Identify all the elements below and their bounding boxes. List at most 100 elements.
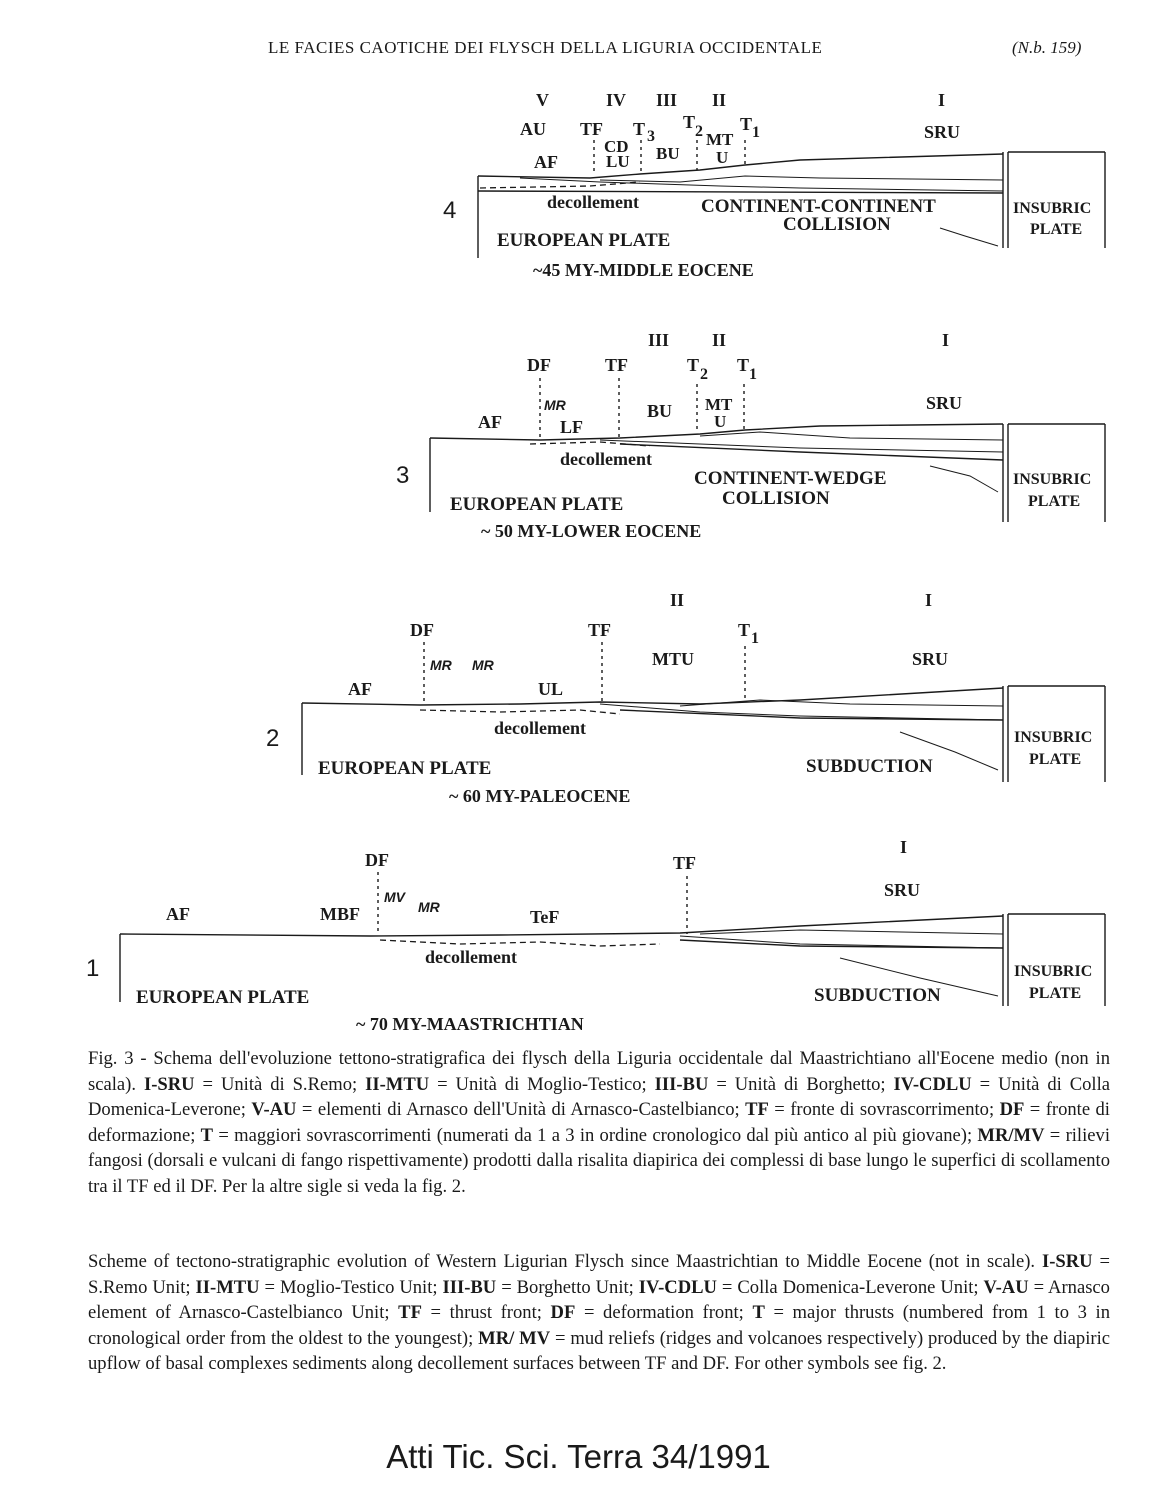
insubric-label: PLATE	[1029, 751, 1081, 768]
t1-subscript: 1	[751, 630, 759, 647]
unit-label: I	[938, 90, 945, 110]
bu-label: BU	[656, 144, 680, 163]
insubric-label: INSUBRIC	[1013, 200, 1091, 217]
mv-label: MV	[384, 889, 407, 905]
plate-label: EUROPEAN PLATE	[497, 230, 670, 251]
af-label: AF	[166, 904, 190, 924]
insubric-label: PLATE	[1029, 985, 1081, 1002]
age-label: ~ 60 MY-PALEOCENE	[449, 786, 630, 806]
collision-label: CONTINENT-WEDGE	[694, 468, 887, 489]
mbf-label: MBF	[320, 904, 360, 924]
thrust-sheet-line	[700, 930, 1003, 934]
insubric-label: INSUBRIC	[1013, 471, 1091, 488]
unit-label: I	[942, 330, 949, 350]
panel-1: I DF TF SRU MV MR AF MBF TeF decollement…	[86, 837, 1105, 1034]
panel-number: 4	[443, 197, 456, 224]
tf-label: TF	[673, 853, 696, 873]
collision-label: COLLISION	[783, 214, 891, 235]
age-label: ~ 70 MY-MAASTRICHTIAN	[356, 1014, 584, 1034]
panel-3: III II I DF TF T 2 T 1 SRU MR BU MT U AF…	[396, 330, 1105, 541]
af-label: AF	[348, 679, 372, 699]
decollement-label: decollement	[560, 449, 652, 469]
t1-subscript: 1	[749, 366, 757, 383]
thrust-sheet-line	[700, 432, 1003, 440]
t1-label: T	[740, 114, 752, 134]
unit-label: II	[670, 590, 684, 610]
insubric-label: INSUBRIC	[1014, 729, 1092, 746]
panel-number: 1	[86, 955, 99, 982]
panel-4: V IV III II I AU TF T 3 T 2 T 1 SRU CD L…	[443, 90, 1105, 280]
insubric-label: INSUBRIC	[1014, 963, 1092, 980]
subduction-line	[930, 466, 998, 492]
t2-subscript: 2	[695, 123, 703, 140]
mr-label: MR	[430, 657, 453, 673]
t1-subscript: 1	[752, 124, 760, 141]
sru-label: SRU	[912, 649, 948, 669]
af-label: AF	[478, 412, 502, 432]
collision-label: COLLISION	[722, 488, 830, 509]
mt-label: MT	[706, 130, 734, 149]
subduction-label: SUBDUCTION	[814, 985, 941, 1006]
age-label: ~45 MY-MIDDLE EOCENE	[533, 260, 754, 280]
unit-label: IV	[606, 90, 626, 110]
insubric-label: PLATE	[1028, 493, 1080, 510]
plate-label: EUROPEAN PLATE	[136, 987, 309, 1008]
unit-label: II	[712, 330, 726, 350]
unit-label: V	[536, 90, 549, 110]
mr-label: MR	[418, 899, 441, 915]
t2-subscript: 2	[700, 366, 708, 383]
tef-label: TeF	[530, 907, 559, 927]
bu-label: BU	[647, 401, 672, 421]
t1-label: T	[737, 355, 749, 375]
decollement-line	[380, 940, 660, 946]
age-label: ~ 50 MY-LOWER EOCENE	[481, 521, 701, 541]
decollement-line	[420, 710, 620, 714]
decollement-label: decollement	[494, 718, 586, 738]
subduction-line	[940, 228, 998, 246]
caption-italian: Fig. 3 - Schema dell'evoluzione tettono-…	[88, 1046, 1110, 1199]
mr-label: MR	[472, 657, 495, 673]
t3-subscript: 3	[647, 128, 655, 145]
surface-line	[302, 688, 1003, 705]
tf-label: TF	[580, 119, 603, 139]
mtu-label: MTU	[652, 649, 694, 669]
plate-label: EUROPEAN PLATE	[450, 494, 623, 515]
unit-label: I	[900, 837, 907, 857]
mr-label: MR	[544, 397, 567, 413]
panel-number: 3	[396, 462, 409, 489]
journal-footer: Atti Tic. Sci. Terra 34/1991	[0, 1438, 1157, 1476]
ul-label: UL	[538, 679, 563, 699]
lu-label: LU	[606, 152, 630, 171]
tectonic-evolution-figure: V IV III II I AU TF T 3 T 2 T 1 SRU CD L…	[0, 0, 1157, 1040]
t3-label: T	[633, 119, 645, 139]
insubric-label: PLATE	[1030, 221, 1082, 238]
thrust-sheet-line	[520, 178, 1003, 191]
panel-2: II I DF TF T 1 MR MR MTU SRU AF UL decol…	[266, 590, 1105, 806]
t2-label: T	[683, 112, 695, 132]
u-label: U	[716, 148, 728, 167]
u-label: U	[714, 412, 726, 431]
sru-label: SRU	[926, 393, 962, 413]
caption-english: Scheme of tectono-stratigraphic evolutio…	[88, 1249, 1110, 1377]
unit-label: I	[925, 590, 932, 610]
df-label: DF	[527, 355, 551, 375]
au-label: AU	[520, 119, 546, 139]
tf-label: TF	[588, 620, 611, 640]
df-label: DF	[365, 850, 389, 870]
surface-line	[120, 916, 1003, 936]
unit-label: II	[712, 90, 726, 110]
sru-label: SRU	[924, 122, 960, 142]
t2-label: T	[687, 355, 699, 375]
decollement-label: decollement	[425, 947, 517, 967]
tf-label: TF	[605, 355, 628, 375]
plate-label: EUROPEAN PLATE	[318, 758, 491, 779]
thrust-sheet-line	[600, 176, 1003, 182]
decollement-label: decollement	[547, 192, 639, 212]
t1-label: T	[738, 620, 750, 640]
plate-line	[620, 444, 1003, 460]
subduction-label: SUBDUCTION	[806, 756, 933, 777]
df-label: DF	[410, 620, 434, 640]
af-label: AF	[534, 152, 558, 172]
lf-label: LF	[560, 417, 583, 437]
panel-number: 2	[266, 725, 279, 752]
